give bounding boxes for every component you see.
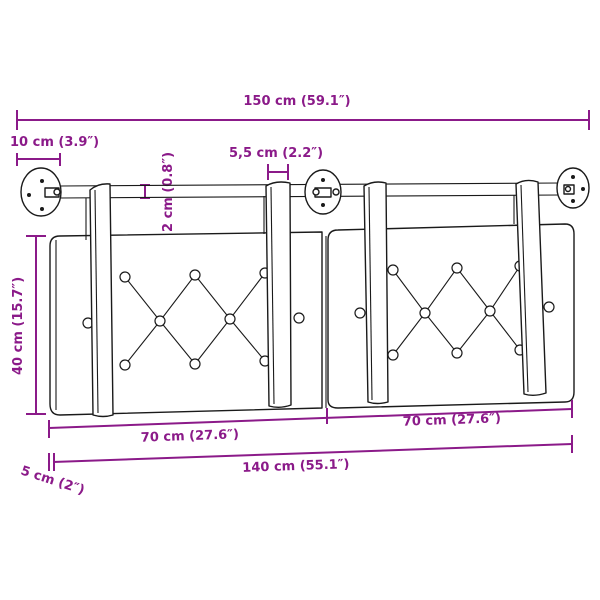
- bracket-width-label: 10 cm (3.9″): [10, 135, 99, 150]
- cushion-height-label: 40 cm (15.7″): [11, 277, 26, 375]
- wall-bracket-right: [556, 167, 590, 209]
- total-width-dimension: 150 cm (59.1″): [16, 94, 590, 130]
- cushion-width-dimension: 70 cm (27.6″) 70 cm (27.6″): [48, 400, 573, 446]
- cushion-right-width-label: 70 cm (27.6″): [403, 411, 502, 429]
- cushion-depth-label: 5 cm (2″): [19, 464, 86, 499]
- cushion-left-width-label: 70 cm (27.6″): [141, 427, 240, 445]
- cushions-total-width-label: 140 cm (55.1″): [242, 457, 350, 476]
- cushion-left: [49, 231, 327, 416]
- total-width-label: 150 cm (59.1″): [243, 94, 350, 109]
- cushion-height-dimension: 40 cm (15.7″): [11, 235, 46, 415]
- strap-width-dimension: 5,5 cm (2.2″): [229, 146, 323, 180]
- wall-bracket-left: [20, 167, 62, 217]
- strap-4: [513, 179, 547, 396]
- strap-1: [85, 183, 114, 418]
- rod-diameter-label: 2 cm (0.8″): [161, 152, 176, 232]
- wall-bracket-center: [304, 169, 342, 215]
- bracket-width-dimension: 10 cm (3.9″): [10, 135, 99, 166]
- cushion-depth-dimension: 5 cm (2″): [19, 464, 86, 499]
- cushions-total-width-dimension: 140 cm (55.1″): [48, 435, 573, 476]
- strap-3: [363, 181, 389, 405]
- rod-diameter-dimension: 2 cm (0.8″): [140, 152, 176, 232]
- strap-width-label: 5,5 cm (2.2″): [229, 146, 323, 161]
- strap-2: [263, 181, 292, 408]
